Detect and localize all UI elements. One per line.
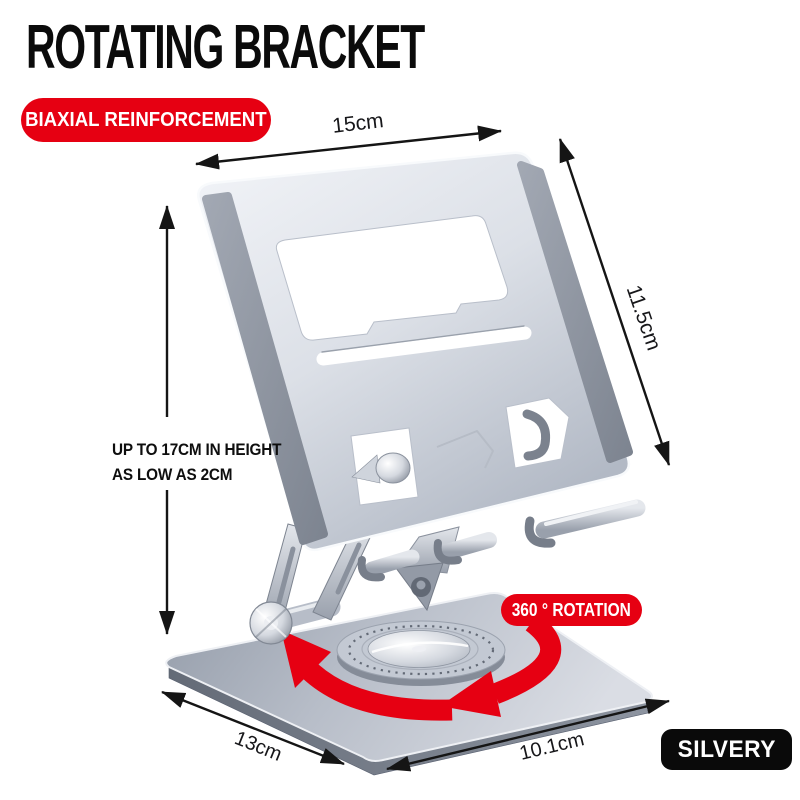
base-width-dimension-arrow [386, 698, 670, 772]
chevron-engraving [436, 430, 494, 469]
rotating-disc [336, 620, 506, 686]
page-title: ROTATING BRACKET [26, 13, 425, 82]
stand-top-plate [197, 151, 646, 582]
rotation-badge-label: 360 ° ROTATION [511, 599, 632, 620]
base-depth-dimension-arrow [161, 690, 345, 766]
color-variant-label: SILVERY [677, 735, 776, 763]
height-dimension-arrow [558, 138, 671, 466]
left-latch [350, 427, 419, 506]
lift-height-note-line1: UP TO 17CM IN HEIGHT [112, 440, 282, 459]
plate-slot-cutout [316, 326, 532, 366]
biaxial-reinforcement-badge: BIAXIAL REINFORCEMENT [21, 98, 271, 142]
left-grip-pad [202, 192, 328, 545]
width-dimension-arrow [195, 125, 502, 170]
dimension-arrows [159, 125, 671, 772]
product-photo [165, 151, 653, 776]
hinge-knob [249, 601, 293, 645]
right-latch [505, 397, 570, 469]
lift-height-note-line2: AS LOW AS 2CM [112, 464, 233, 484]
biaxial-reinforcement-label: BIAXIAL REINFORCEMENT [25, 108, 267, 131]
bottom-lips [357, 499, 646, 582]
color-variant-badge: SILVERY [661, 729, 792, 770]
lift-height-note: UP TO 17CM IN HEIGHT AS LOW AS 2CM [112, 438, 281, 487]
plate-window-cutout [275, 215, 509, 341]
rotation-badge: 360 ° ROTATION [501, 594, 642, 626]
